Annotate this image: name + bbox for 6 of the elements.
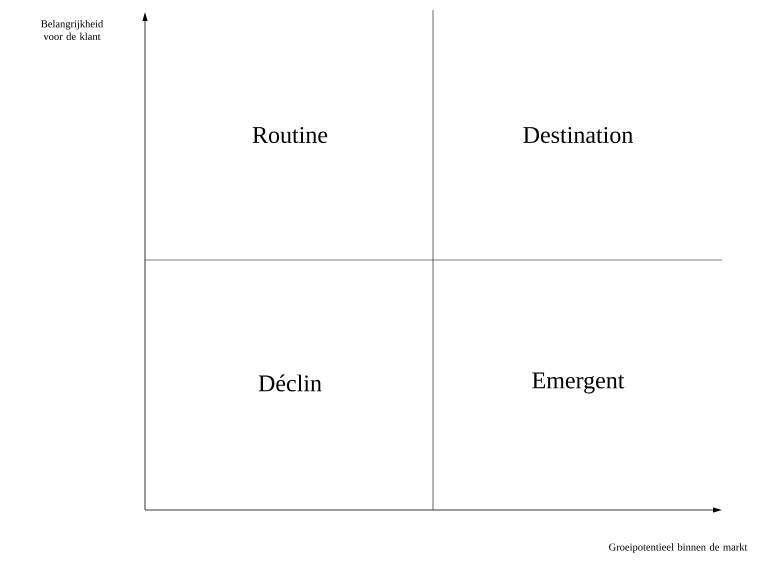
quadrant-label: Routine [252,126,328,144]
quadrant-label: Déclin [258,374,322,392]
axis-label: Belangrijkheid voor de klant [41,20,104,40]
quadrant-label: Destination [523,126,633,144]
quadrant-label: Emergent [532,372,624,394]
axis-label: Groeipotentieel binnen de markt [609,543,748,553]
